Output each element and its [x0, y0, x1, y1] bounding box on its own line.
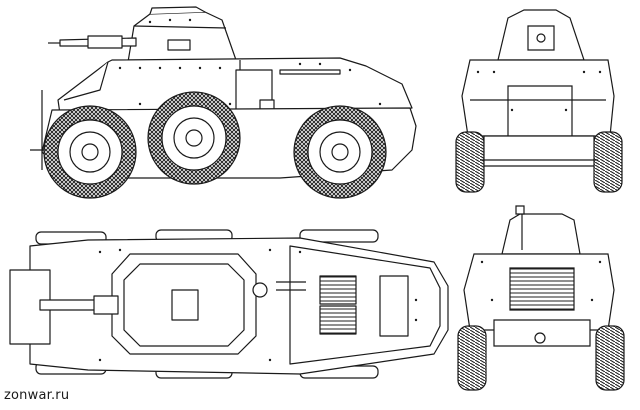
side-view	[30, 7, 416, 198]
watermark: zonwar.ru	[4, 388, 70, 403]
top-engine-vent-lower	[320, 306, 356, 334]
rear-turret	[502, 214, 580, 254]
rear-view	[458, 206, 624, 390]
top-engine-vent-upper	[320, 276, 356, 304]
side-wheel-rear	[294, 106, 386, 198]
top-view	[10, 230, 448, 378]
rear-left-wheel	[458, 326, 486, 390]
rear-right-wheel	[596, 326, 624, 390]
turret	[128, 12, 236, 62]
side-rivets	[118, 18, 382, 106]
front-view	[456, 10, 622, 192]
front-left-wheel	[456, 132, 484, 192]
top-wheel-rear-left	[300, 230, 378, 242]
side-wheel-front	[44, 106, 136, 198]
front-right-wheel	[594, 132, 622, 192]
upper-hull	[58, 58, 412, 114]
side-wheel-middle	[148, 92, 240, 184]
rear-grille	[510, 268, 574, 310]
